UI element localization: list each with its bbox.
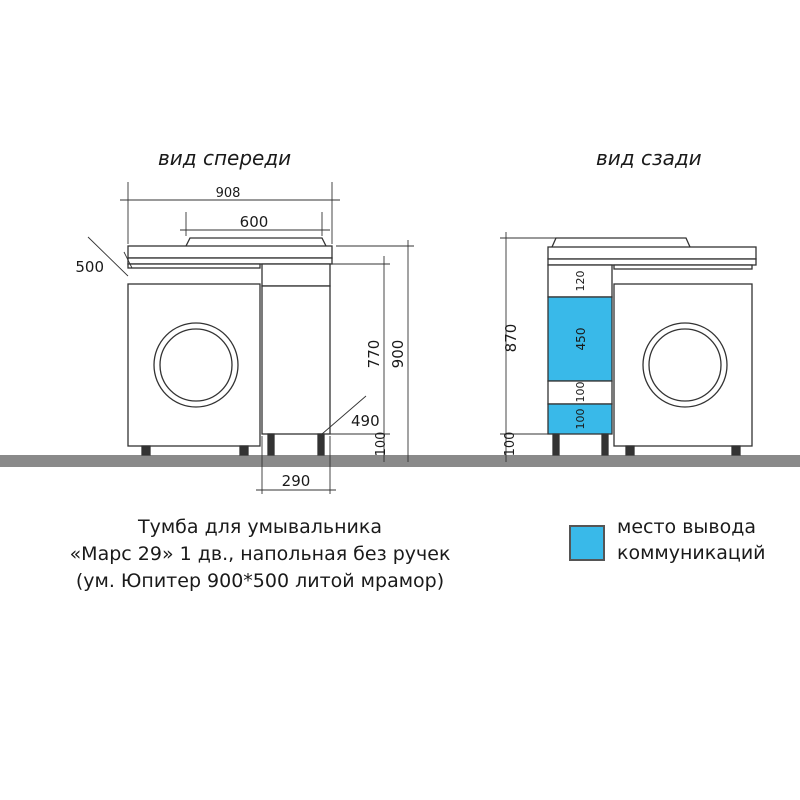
back-comm-zone-lower <box>547 403 613 435</box>
caption-line-3: (ум. Юпитер 900*500 литой мрамор) <box>75 570 445 592</box>
dim-back-100-label: 100 <box>503 432 518 457</box>
zone-100-mid-label: 100 <box>574 382 587 403</box>
back-zone-top <box>547 264 613 298</box>
front-countertop-edge <box>127 257 333 265</box>
back-machine-door-inner <box>648 328 722 402</box>
dim-908-label: 908 <box>216 186 241 201</box>
front-cabinet-door <box>261 285 331 435</box>
floor-line <box>0 455 800 467</box>
dim-500-label: 500 <box>75 258 104 276</box>
back-view-title: вид сзади <box>596 146 702 170</box>
legend-line-2: коммуникаций <box>617 542 766 564</box>
back-dimension-lines <box>500 232 556 462</box>
dim-600-label: 600 <box>240 213 269 231</box>
legend-swatch <box>569 525 605 561</box>
zone-100-lower-label: 100 <box>574 409 587 430</box>
zone-450-label: 450 <box>574 328 588 351</box>
legend-label: место вывода коммуникаций <box>617 514 766 566</box>
front-view-title: вид спереди <box>158 146 292 170</box>
dim-900-label: 900 <box>389 340 407 369</box>
dim-290-label: 290 <box>282 472 311 490</box>
caption-line-1: Тумба для умывальника <box>138 516 382 538</box>
back-view <box>547 237 757 456</box>
dim-490-label: 490 <box>351 412 380 430</box>
zone-120-label: 120 <box>574 271 587 292</box>
back-countertop <box>547 246 757 260</box>
front-countertop <box>127 245 333 259</box>
front-dimension-lines <box>87 182 414 494</box>
dim-front-100-label: 100 <box>374 432 389 457</box>
caption-line-2: «Марс 29» 1 дв., напольная без ручек <box>69 543 451 565</box>
front-machine-door-inner <box>159 328 233 402</box>
back-comm-zone-upper <box>547 296 613 382</box>
dim-870-label: 870 <box>502 324 520 353</box>
legend-line-1: место вывода <box>617 516 757 538</box>
front-cabinet-top <box>261 263 331 287</box>
front-view <box>127 237 333 456</box>
product-caption: Тумба для умывальника «Марс 29» 1 дв., н… <box>0 514 520 595</box>
dim-770-label: 770 <box>365 340 383 369</box>
